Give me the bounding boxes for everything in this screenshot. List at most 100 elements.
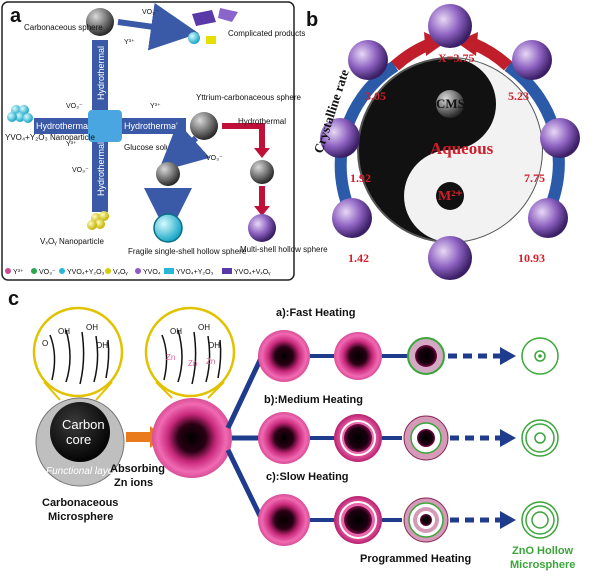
glucose-icon (88, 110, 122, 142)
aqueous-label: Aqueous (430, 139, 494, 158)
sphere-top (428, 4, 472, 48)
fast-sphere-2 (334, 332, 382, 380)
carbonaceous-microsphere-label-2: Microsphere (48, 511, 113, 523)
zn-label-1: Zn (166, 353, 175, 362)
sphere-lower-left (332, 198, 372, 238)
medium-sphere-1 (258, 412, 310, 464)
complicated-products-label: Complicated products (228, 29, 305, 38)
sphere-upper-left (348, 40, 388, 80)
carbon-core-label-1: Carbon (62, 417, 105, 432)
branch-line-slow (225, 448, 265, 522)
legend-yvo-y2o3-rod: YVO₄+Y₂O₃ (176, 269, 214, 276)
arrow-down (92, 132, 108, 212)
o-label-1: O (42, 339, 48, 348)
medium-heating-label: b):Medium Heating (264, 394, 363, 406)
oh-label-1: OH (58, 327, 70, 336)
panel-c: c OH OH OH O Carbon core Functional laye… (8, 288, 575, 571)
value-1-42: 1.42 (348, 251, 369, 265)
carbon-core-label-2: core (66, 432, 91, 447)
value-top: X=3.75 (438, 51, 475, 65)
slow-heating-label: c):Slow Heating (266, 471, 349, 483)
red-arrowhead-2 (254, 206, 270, 216)
value-1-92: 1.92 (350, 171, 371, 185)
fragile-sphere-label: Fragile single-shell hollow sphere (128, 247, 247, 256)
legend-y3: Y³⁺ (13, 269, 24, 276)
y3-top: Y³⁺ (124, 39, 135, 46)
multi-shell-label: Multi-shell hollow sphere (240, 245, 328, 254)
product-shape-1 (192, 10, 216, 26)
magnifier-left-line-1 (43, 381, 61, 401)
fast-sphere-1 (258, 330, 310, 382)
value-5-23: 5.23 (508, 89, 529, 103)
oh-label-3: OH (96, 341, 108, 350)
magnifier-left-line-2 (95, 381, 113, 401)
vo3-left: VO₃⁻ (66, 103, 83, 110)
hydrothermal-down: Hydrothermal (96, 142, 106, 196)
slow-zno (521, 501, 559, 539)
magnifier-right-line-2 (207, 381, 225, 399)
arrow-to-products (117, 2, 199, 51)
zno-label-1: ZnO Hollow (512, 545, 574, 557)
cms-label: CMS (436, 96, 465, 111)
zno-label-2: Microsphere (510, 559, 575, 571)
arrow-to-fragile (158, 122, 210, 173)
yin-yang-symbol (357, 57, 543, 243)
carbonaceous-microsphere-label-1: Carbonaceous (42, 497, 118, 509)
value-3-05: 3.05 (365, 89, 386, 103)
carbon-core (50, 402, 110, 462)
orange-arrow-shaft (126, 432, 152, 442)
panel-b-letter: b (306, 9, 318, 31)
fast-row (258, 330, 559, 382)
fast-heating-label: a):Fast Heating (276, 307, 355, 319)
absorbing-label-2: Zn ions (114, 477, 153, 489)
magnifier-right (144, 306, 236, 398)
legend-yvo4: YVO₄ (143, 269, 161, 276)
oh-label-6: OH (208, 341, 220, 350)
yttrium-sphere-icon (190, 112, 218, 140)
fast-zno (521, 337, 559, 375)
m2-label: M²⁺ (438, 189, 463, 204)
functional-chains-left (49, 329, 110, 385)
vo3-right: VO₃⁻ (206, 155, 223, 162)
zn-absorbed-sphere (152, 398, 232, 478)
zn-label-2: Zn (188, 359, 197, 368)
carbonaceous-sphere-label: Carbonaceous sphere (24, 23, 103, 32)
glucose-label: Glucose solution (124, 143, 183, 152)
product-shape-4 (206, 36, 216, 44)
absorbing-label-1: Absorbing (110, 463, 165, 475)
vo3-bottom: VO₃⁻ (72, 167, 89, 174)
sphere-upper-right (512, 40, 552, 80)
magnifier-left (32, 306, 124, 398)
oh-label-2: OH (86, 323, 98, 332)
arrow-up (92, 40, 108, 120)
vxoy-nanoparticle-label: VₓOᵧ Nanoparticle (40, 237, 104, 246)
ring-left-arrowhead (424, 32, 446, 56)
legend-vxoy: VₓOᵧ (113, 269, 128, 276)
panel-a: a Hydrothermal Hydrothermal Hydrothermal… (1, 1, 328, 281)
slow-row (258, 494, 559, 546)
product-shape-2 (218, 8, 238, 22)
magnifier-right-line-1 (155, 381, 173, 399)
oh-label-5: OH (198, 323, 210, 332)
fragile-sphere-icon (153, 213, 183, 243)
hydrothermal-red: Hydrothermal (238, 117, 286, 126)
yvo-nanoparticle-icon (7, 105, 33, 123)
product-shape-3 (188, 32, 200, 44)
cms-dot (436, 90, 464, 118)
panel-a-frame (1, 1, 295, 281)
hydrothermal-right: Hydrothermal (124, 121, 178, 131)
sphere-mid-right-b (540, 118, 580, 158)
sphere-mid-left (156, 162, 180, 186)
programmed-heating-label: Programmed Heating (360, 553, 471, 565)
medium-row (258, 412, 559, 464)
functional-layer-label: Functional layer (46, 466, 117, 477)
red-arrow (222, 123, 265, 150)
carbonaceous-sphere-icon (86, 8, 114, 36)
hydrothermal-up: Hydrothermal (96, 46, 106, 100)
hydrothermal-left: Hydrothermal (36, 121, 90, 131)
panel-a-legend: Y³⁺ VO₃⁻ YVO₄+Y₂O₃ VₓOᵧ YVO₄ YVO₄+Y₂O₃ Y… (5, 268, 271, 276)
sphere-mid-right (250, 160, 274, 184)
value-7-75: 7.75 (524, 171, 545, 185)
yttrium-sphere-label: Yttrium-carbonaceous sphere (196, 93, 301, 102)
